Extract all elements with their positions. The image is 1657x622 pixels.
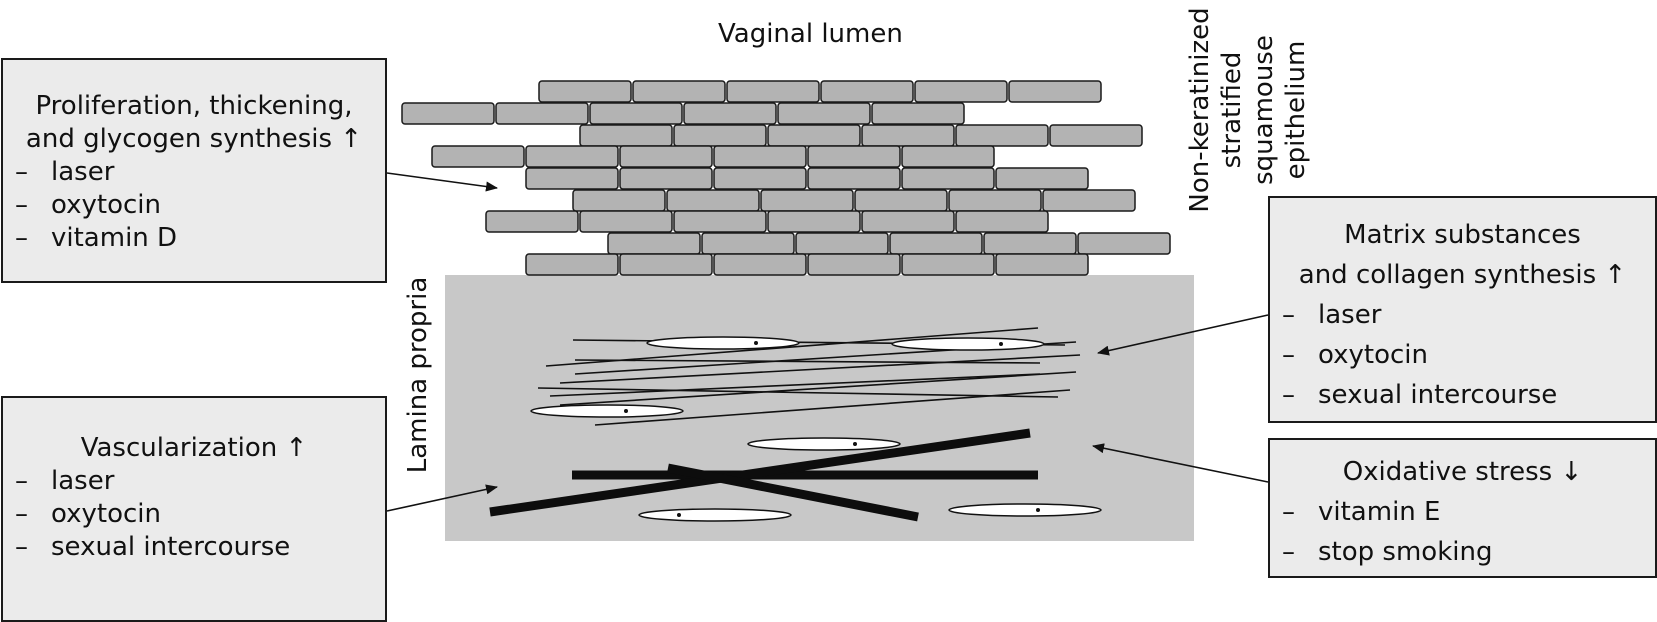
epithelium-label-line: epithelium [1281, 40, 1311, 180]
dash: – [15, 532, 28, 562]
epithelium-label: Non-keratinized stratified squamouse epi… [1178, 0, 1318, 220]
dash: – [1282, 340, 1295, 370]
arrow-vascularization [386, 484, 498, 512]
item-text: oxytocin [1318, 340, 1428, 370]
lamina-propria-label: Lamina propria [403, 276, 433, 474]
vaginal-lumen-label: Vaginal lumen [718, 19, 903, 49]
list-item: –vitamin D [3, 222, 385, 255]
list-item: –stop smoking [1270, 532, 1655, 572]
dash: – [1282, 300, 1295, 330]
item-text: laser [1318, 300, 1382, 330]
vascularization-box: Vascularization ↑ –laser –oxytocin –sexu… [1, 396, 387, 622]
proliferation-box: Proliferation, thickening, and glycogen … [1, 58, 387, 283]
epithelium-cells [401, 80, 1171, 276]
arrow-matrix [1097, 314, 1269, 356]
dash: – [1282, 497, 1295, 527]
list-item: –oxytocin [1270, 335, 1655, 375]
vascularization-heading: Vascularization ↑ [3, 432, 385, 465]
epithelium-label-line: Non-keratinized [1185, 7, 1215, 213]
item-text: vitamin E [1318, 497, 1441, 527]
list-item: –sexual intercourse [3, 531, 385, 564]
list-item: –laser [3, 156, 385, 189]
dash: – [15, 466, 28, 496]
list-item: –oxytocin [3, 498, 385, 531]
dash: – [15, 223, 28, 253]
dash: – [15, 190, 28, 220]
item-text: stop smoking [1318, 537, 1493, 567]
item-text: oxytocin [51, 499, 161, 529]
arrows [386, 172, 1269, 512]
list-item: –sexual intercourse [1270, 375, 1655, 415]
heading-line: Matrix substances [1344, 220, 1581, 250]
epithelium-label-line: stratified [1217, 51, 1247, 169]
dash: – [1282, 380, 1295, 410]
proliferation-heading: Proliferation, thickening, and glycogen … [3, 90, 385, 156]
blood-vessels [489, 428, 1038, 522]
item-text: oxytocin [51, 190, 161, 220]
item-text: sexual intercourse [51, 532, 291, 562]
arrow-proliferation [386, 172, 498, 192]
dash: – [15, 157, 28, 187]
item-text: vitamin D [51, 223, 178, 253]
fibroblast-cells [530, 336, 1102, 522]
item-text: laser [51, 466, 115, 496]
matrix-heading: Matrix substances and collagen synthesis… [1270, 215, 1655, 295]
list-item: –vitamin E [1270, 492, 1655, 532]
oxidative-heading: Oxidative stress ↓ [1270, 452, 1655, 492]
arrow-oxidative [1092, 443, 1269, 483]
heading-line: and glycogen synthesis ↑ [25, 124, 363, 154]
list-item: –laser [3, 465, 385, 498]
item-text: sexual intercourse [1318, 380, 1558, 410]
heading-line: Proliferation, thickening, [35, 91, 353, 121]
item-text: laser [51, 157, 115, 187]
heading-line: and collagen synthesis ↑ [1298, 260, 1627, 290]
heading-line: Vascularization ↑ [80, 433, 308, 463]
cell-nuclei [624, 341, 1040, 517]
list-item: –oxytocin [3, 189, 385, 222]
list-item: –laser [1270, 295, 1655, 335]
matrix-box: Matrix substances and collagen synthesis… [1268, 196, 1657, 423]
epithelium-label-line: squamouse [1249, 35, 1279, 185]
lamina-propria-label-wrap: Lamina propria [398, 265, 438, 485]
oxidative-box: Oxidative stress ↓ –vitamin E –stop smok… [1268, 438, 1657, 578]
heading-line: Oxidative stress ↓ [1342, 457, 1583, 487]
dash: – [15, 499, 28, 529]
dash: – [1282, 537, 1295, 567]
